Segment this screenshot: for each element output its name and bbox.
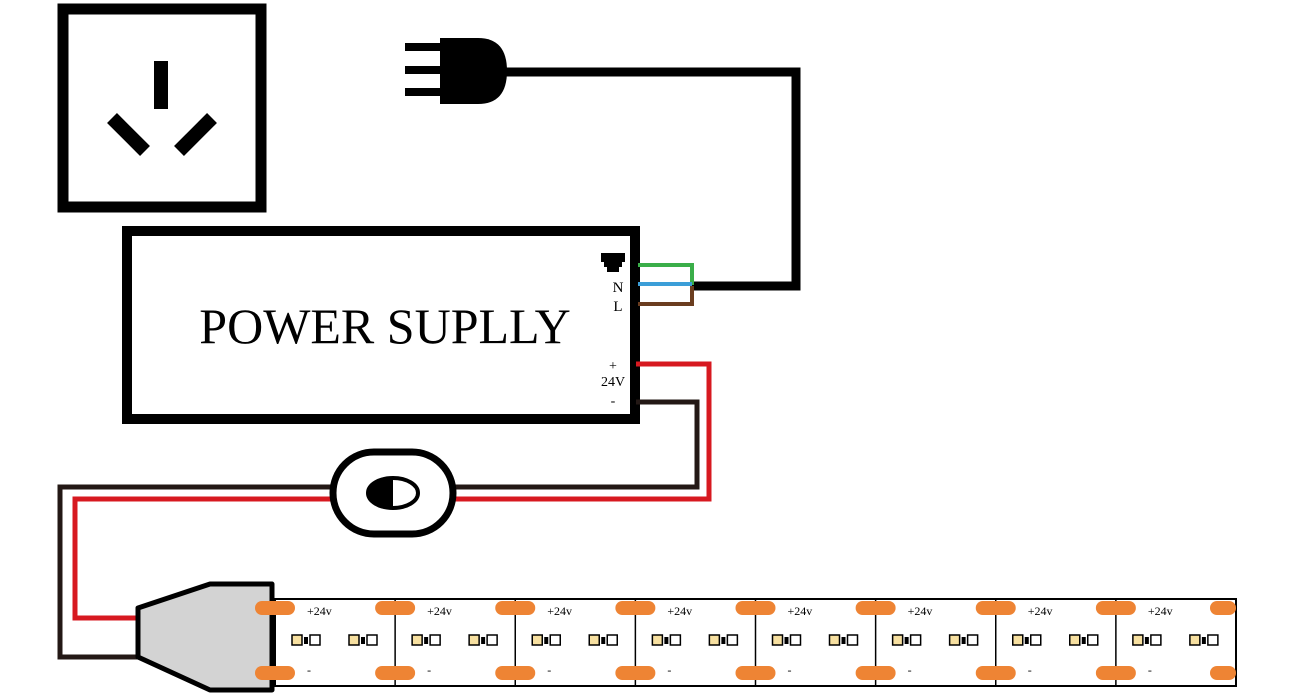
- led-chip: [771, 634, 802, 646]
- negative-pad: [1095, 666, 1136, 680]
- inline-switch-icon: [329, 448, 457, 538]
- strip-connector-icon: [135, 581, 275, 693]
- segment-positive-label: +24v: [667, 604, 692, 618]
- segment-negative-label: -: [1148, 663, 1152, 677]
- negative-pad: [975, 666, 1016, 680]
- positive-pad: [495, 601, 536, 615]
- segment-positive-label: +24v: [427, 604, 452, 618]
- segment-positive-label: +24v: [547, 604, 572, 618]
- led-chip: [588, 634, 618, 646]
- strip-segment: +24v -: [495, 599, 618, 686]
- led-chip: [948, 634, 979, 646]
- negative-wire: [57, 399, 700, 660]
- segment-negative-label: -: [788, 663, 792, 677]
- positive-pad: [375, 601, 416, 615]
- strip-segment: +24v -: [255, 601, 378, 680]
- positive-pad: [735, 601, 776, 615]
- led-chip: [348, 634, 378, 646]
- terminal-minus-label: -: [611, 394, 616, 409]
- led-chip: [1069, 634, 1099, 646]
- segment-positive-label: +24v: [908, 604, 933, 618]
- terminal-n-label: N: [613, 280, 624, 296]
- segment-negative-label: -: [427, 663, 431, 677]
- terminal-l-label: L: [613, 299, 622, 315]
- power-supply-box: [122, 226, 640, 424]
- segment-positive-label: +24v: [788, 604, 813, 618]
- positive-pad: [615, 601, 656, 615]
- terminal-plus-label: +: [609, 359, 617, 374]
- negative-pad: [495, 666, 536, 680]
- led-chip: [291, 634, 321, 646]
- plug-icon: [405, 38, 507, 104]
- negative-pad: [855, 666, 896, 680]
- negative-pad: [1210, 666, 1236, 680]
- strip-segment: +24v -: [975, 599, 1099, 686]
- segment-negative-label: -: [908, 663, 912, 677]
- strip-segment: +24v -: [1095, 599, 1236, 686]
- led-chip: [1132, 634, 1162, 646]
- terminal-voltage-label: 24V: [601, 375, 625, 390]
- led-chip: [708, 634, 739, 646]
- outlet-icon: [57, 3, 267, 213]
- mains-cord: [505, 67, 801, 291]
- led-chip: [531, 634, 561, 646]
- ground-icon: [601, 253, 625, 272]
- segment-positive-label: +24v: [307, 604, 332, 618]
- led-strip: +24v - +24v - +24v - +24v - +24v - +24v - +24v - +24v -: [255, 598, 1237, 687]
- negative-pad: [375, 666, 416, 680]
- positive-pad: [255, 601, 295, 615]
- positive-pad: [975, 601, 1016, 615]
- negative-pad: [615, 666, 656, 680]
- segment-negative-label: -: [307, 663, 311, 677]
- negative-pad: [255, 666, 295, 680]
- live-wire: [638, 286, 694, 306]
- led-chip: [828, 634, 859, 646]
- led-chip: [468, 634, 498, 646]
- strip-segment: +24v -: [735, 599, 859, 686]
- segment-negative-label: -: [547, 663, 551, 677]
- positive-pad: [1095, 601, 1136, 615]
- strip-segment: +24v -: [855, 599, 979, 686]
- led-chip: [651, 634, 682, 646]
- led-chip: [1012, 634, 1042, 646]
- negative-pad: [735, 666, 776, 680]
- positive-pad: [1210, 601, 1236, 615]
- segment-positive-label: +24v: [1028, 604, 1053, 618]
- positive-wire: [72, 361, 712, 621]
- segment-positive-label: +24v: [1148, 604, 1173, 618]
- led-chip: [1189, 634, 1219, 646]
- positive-pad: [855, 601, 896, 615]
- strip-segment: +24v -: [615, 599, 739, 686]
- ground-wire: [638, 263, 694, 285]
- strip-segment: +24v -: [375, 599, 498, 686]
- power-supply-title: POWER SUPLLY: [199, 298, 570, 354]
- led-chip: [411, 634, 441, 646]
- led-chip: [891, 634, 922, 646]
- segment-negative-label: -: [1028, 663, 1032, 677]
- segment-negative-label: -: [667, 663, 671, 677]
